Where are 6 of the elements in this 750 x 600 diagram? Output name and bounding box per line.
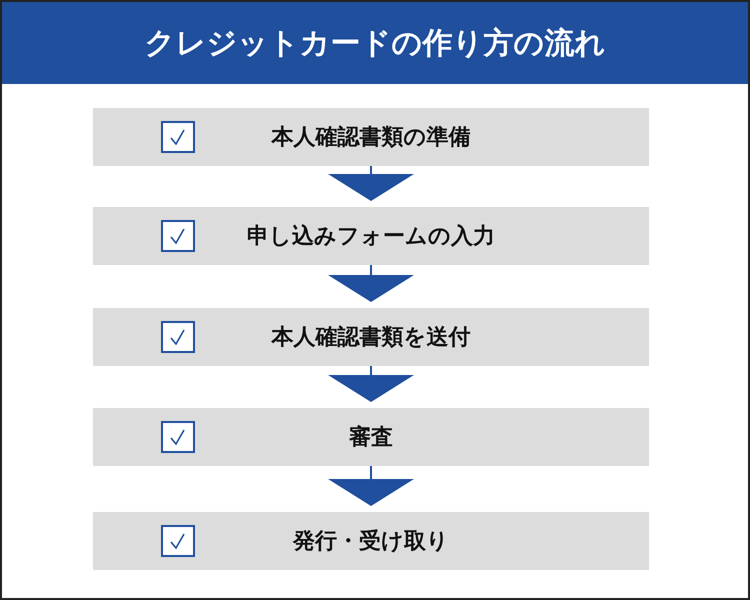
step-box: 本人確認書類の準備 — [93, 108, 649, 166]
step-box: 審査 — [93, 408, 649, 466]
step-box: 本人確認書類を送付 — [93, 308, 649, 366]
title-banner: クレジットカードの作り方の流れ — [2, 2, 748, 84]
step-box: 発行・受け取り — [93, 512, 649, 570]
step-box: 申し込みフォームの入力 — [93, 207, 649, 265]
